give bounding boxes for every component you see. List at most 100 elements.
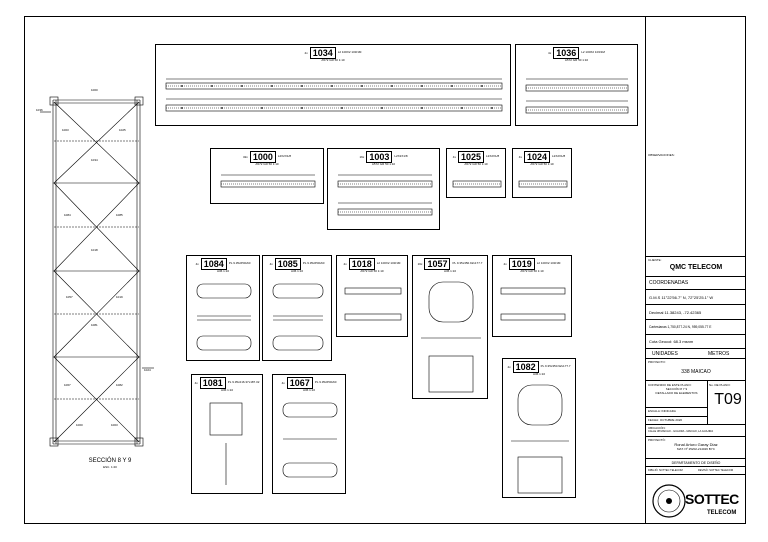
panel-mark: 4x [269, 262, 273, 266]
panel-sub: A36 1:10 [220, 388, 233, 392]
proyecto-box: PROYECTO: 338 MAICAO [646, 358, 746, 380]
plate-detail-drawing [421, 281, 481, 393]
panel-number: 1034 [309, 47, 336, 59]
sheet-code: T09 [714, 391, 742, 408]
plano-label: No. DE PLANO: [709, 383, 731, 387]
dibujo: DIBUJÓ: SOTTEC TELECOM [648, 469, 683, 472]
panel-number: 1082 [512, 361, 539, 373]
proyecto-por-label: PROYECTÓ: [648, 438, 666, 442]
panel-sub: A36 1:10 [443, 269, 456, 273]
svg-text:SOTTEC: SOTTEC [685, 491, 739, 507]
angle-detail-drawing [525, 78, 629, 114]
plate-detail-drawing [196, 283, 252, 351]
panel-desc: PL 9.35x650x60 [314, 380, 337, 384]
panel-desc: PL 9.35x350.92x177.7 [540, 364, 571, 368]
svg-text:1003: 1003 [111, 423, 118, 427]
unidades-label: UNIDADES [652, 351, 678, 357]
logo-box: SOTTEC TELECOM [646, 474, 746, 524]
svg-text:1085: 1085 [116, 213, 123, 217]
unidades-row: UNIDADES METROS [646, 348, 746, 358]
cliente-name: QMC TELECOM [669, 264, 723, 271]
panel-number: 1000 [249, 151, 276, 163]
fecha-label: FECHA: [648, 418, 660, 422]
svg-text:TELECOM: TELECOM [707, 510, 736, 516]
panel-desc: L2X2X1/8 [394, 154, 408, 158]
title-block: OBSERVACIONES: CLIENTE: QMC TELECOM COOR… [645, 16, 746, 524]
panel-sub: A572 GR 50 1:10 [564, 58, 589, 62]
plate-detail-drawing [282, 402, 338, 478]
svg-text:1019: 1019 [116, 295, 123, 299]
panel-sub: A572 GR 50 1:10 [321, 58, 345, 62]
contenido-line-2: DETALLADO DE ELEMENTOS [655, 391, 698, 395]
panel-sub: A36 1:10 [532, 372, 545, 376]
svg-text:1025: 1025 [119, 128, 126, 132]
contenido-label: CONTENIDO DE ESTE PLANO: [648, 383, 692, 387]
panel-mark: 4x [281, 381, 285, 385]
cliente-box: CLIENTE: QMC TELECOM [646, 256, 746, 276]
svg-text:1036: 1036 [36, 108, 43, 112]
panel-sub: A572 GR 50 1:10 [255, 162, 279, 166]
ubicacion-label: UBICACIÓN: [648, 426, 666, 430]
panel-sub: A572 GR 50 1:10 [464, 162, 488, 166]
fecha-value: OCTUBRE 2020 [659, 418, 683, 422]
svg-text:1000: 1000 [91, 88, 98, 92]
panel-number: 1067 [286, 377, 313, 389]
panel-desc: PL 9.35x650x60 [302, 261, 325, 265]
svg-text:1081: 1081 [91, 323, 98, 327]
cota: Cota Geocol: 68.3 msnm [646, 334, 746, 348]
svg-text:1067: 1067 [64, 383, 71, 387]
panel-mark: 4x [343, 262, 347, 266]
panel-mark: 4x [507, 365, 511, 369]
ubicacion-box: UBICACIÓN: CALLE 38 MAICAO - GUAJIRA - M… [646, 424, 746, 436]
plate-detail-drawing [209, 402, 243, 485]
svg-text:1082: 1082 [116, 383, 123, 387]
svg-text:1057: 1057 [66, 295, 73, 299]
plate-detail-drawing [272, 283, 324, 351]
cliente-label: CLIENTE: [648, 258, 662, 262]
panel-number: 1081 [199, 377, 226, 389]
observaciones-label: OBSERVACIONES: [648, 153, 675, 157]
panel-desc: L2X2X1/8 [486, 154, 500, 158]
panel-desc: L2 100X2 103/1M [581, 50, 605, 54]
panel-number: 1018 [348, 258, 375, 270]
panel-number: 1019 [508, 258, 535, 270]
panel-mark: 4x [195, 262, 199, 266]
panel-desc: L2 100X2 103/1M [536, 261, 561, 265]
contenido-line-1: SECCIÓN 8 Y 9 [665, 387, 688, 391]
panel-mark: 4x [304, 51, 308, 55]
angle-detail-drawing [220, 174, 316, 188]
panel-number: 1036 [553, 47, 580, 59]
panel-mark: 4x [503, 262, 507, 266]
panel-sub: A36 1:10 [290, 269, 303, 273]
svg-text:1003: 1003 [62, 128, 69, 132]
engineer-name: Ronal Arturo Garay Diaz [674, 442, 718, 447]
panel-mark: 4x [548, 51, 552, 55]
drawing-sheet-border [24, 16, 746, 524]
panel-desc: PL 9.35x216.37x187.32 [227, 380, 260, 384]
panel-sub: A572 GR 50 1:10 [520, 269, 544, 273]
panel-sub: A36 1:10 [216, 269, 229, 273]
proyecto-label: PROYECTO: [648, 360, 666, 364]
panel-desc: L2X2X1/8 [277, 154, 292, 158]
panel-mark: 4x [518, 155, 522, 159]
section-title: SECCIÓN 8 Y 9 [88, 458, 132, 464]
escala-label: ESCALA: [648, 409, 661, 413]
firmas-row: DIBUJÓ: SOTTEC TELECOM REVISÓ: SOTTEC TE… [646, 466, 746, 474]
panel-number: 1084 [200, 258, 227, 270]
plate-detail-drawing [511, 384, 569, 494]
coords-gms: G.M.S 11°22'56.7" N, 72°25'25.1" W [646, 289, 746, 304]
observaciones-box: OBSERVACIONES: [646, 16, 746, 256]
